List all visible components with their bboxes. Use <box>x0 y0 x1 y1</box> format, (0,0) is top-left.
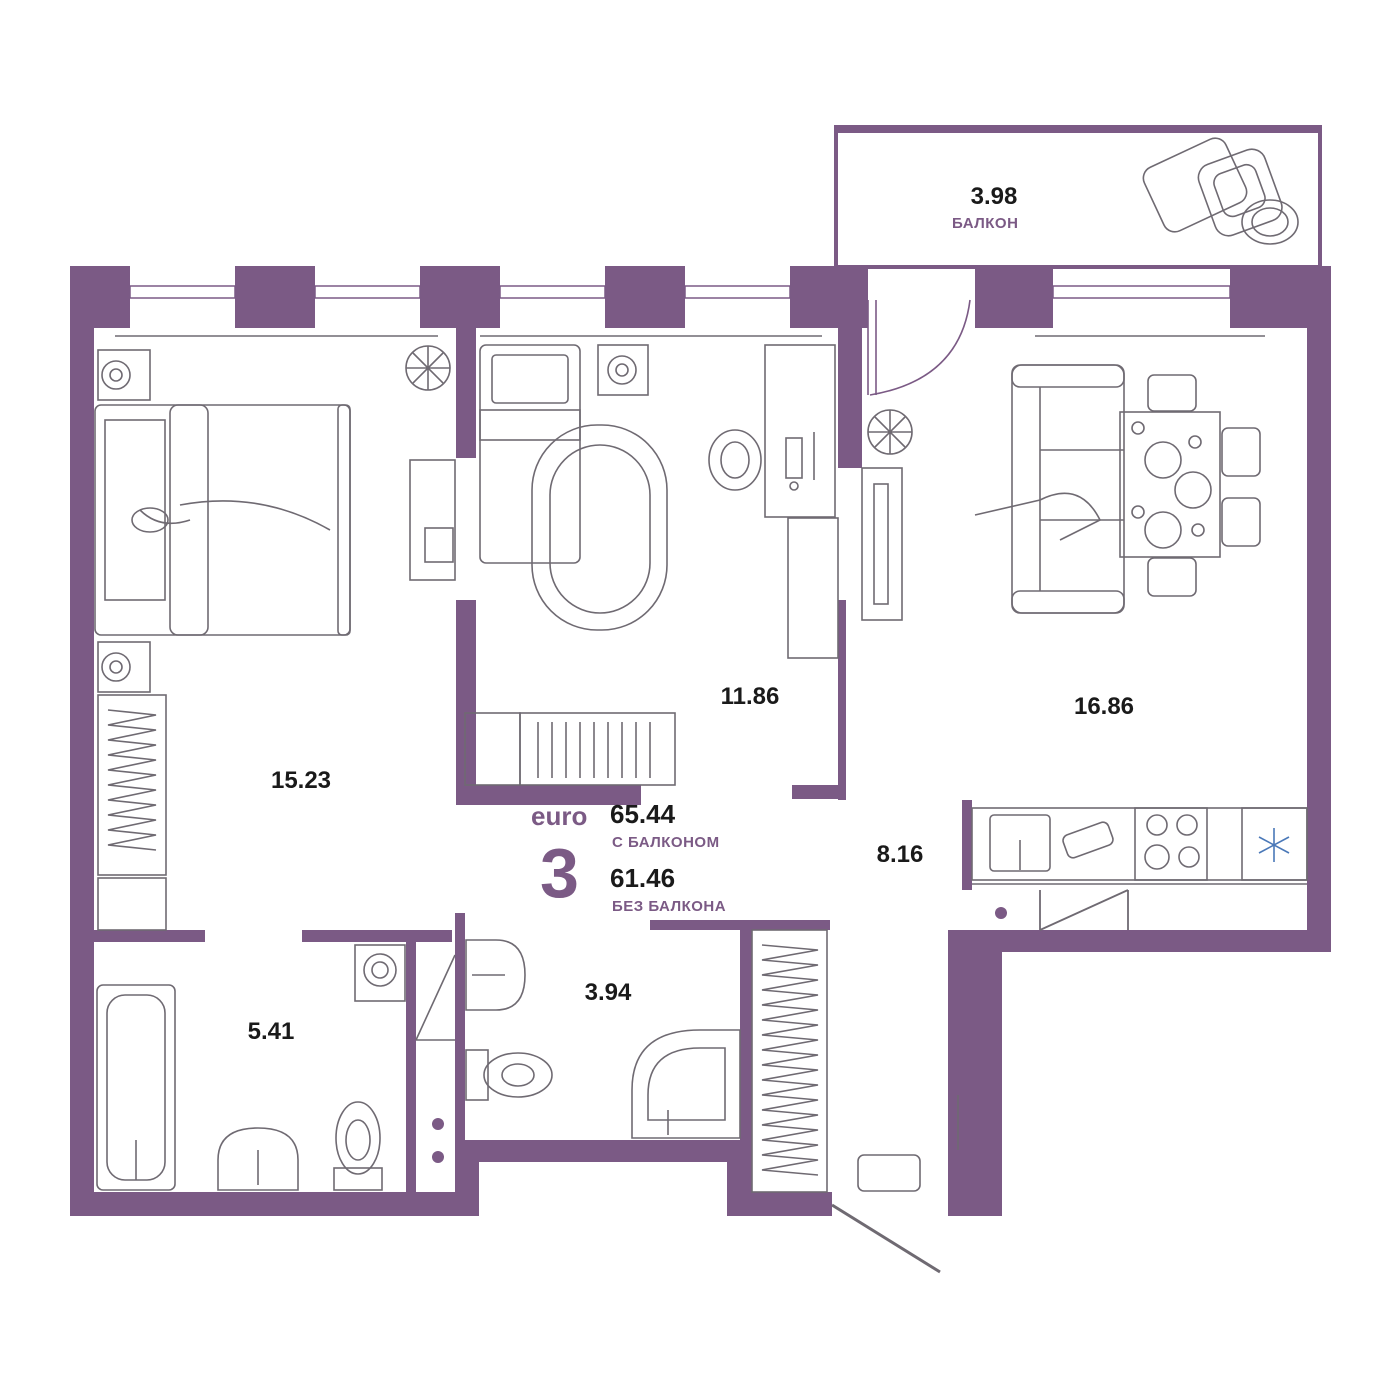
rooms-count: 3 <box>540 834 579 912</box>
windows <box>129 285 1231 299</box>
sink-icon <box>989 814 1051 872</box>
balcony <box>834 125 1322 269</box>
shower-icon <box>631 1029 741 1139</box>
washing-machine-icon <box>597 344 649 396</box>
dining-table-icon <box>1119 411 1221 558</box>
rug-icon <box>531 424 668 631</box>
shower-room-area: 3.94 <box>584 979 632 1006</box>
tv-icon <box>861 467 903 621</box>
balcony-label: БАЛКОН <box>952 215 1019 232</box>
nightstand-icon <box>97 349 151 693</box>
plant-icon <box>405 345 451 391</box>
living-room-area: 16.86 <box>1073 693 1135 720</box>
balcony-area: 3.98 <box>970 183 1018 210</box>
bedroom-left-area: 15.23 <box>270 767 332 794</box>
chair-icon <box>1147 374 1261 597</box>
total-with-balcony: 65.44 <box>610 799 676 829</box>
fridge-snowflake-icon <box>1258 828 1290 862</box>
kitchen <box>971 807 1308 931</box>
toilet-icon <box>465 1049 553 1101</box>
armchair-icon <box>708 429 762 491</box>
living-room-furniture <box>861 364 1261 621</box>
hallway <box>751 929 959 1193</box>
shelf-icon <box>787 517 839 659</box>
without-balcony-label: БЕЗ БАЛКОНА <box>612 898 727 915</box>
toilet-icon <box>333 1101 383 1191</box>
door-swing-icon <box>867 299 971 396</box>
bedroom-middle-furniture <box>464 344 839 786</box>
desk-icon <box>764 344 836 518</box>
walls <box>70 266 1331 1216</box>
washing-machine-icon <box>354 944 406 1002</box>
sink-icon <box>217 1127 299 1191</box>
hallway-area: 8.16 <box>876 841 924 868</box>
shoe-bench-icon <box>857 1154 921 1192</box>
wardrobe-icon <box>751 929 828 1193</box>
fridge-icon <box>1241 807 1308 881</box>
bed-icon <box>479 344 581 564</box>
bathroom-furniture <box>96 944 456 1191</box>
cutting-board-icon <box>1062 821 1114 859</box>
bedroom-left-furniture <box>94 345 456 931</box>
stove-icon <box>1134 807 1208 881</box>
wardrobe-icon <box>97 694 167 931</box>
total-without-balcony: 61.46 <box>610 863 676 893</box>
bedroom-middle-area: 11.86 <box>720 683 780 710</box>
with-balcony-label: С БАЛКОНОМ <box>612 834 720 851</box>
bathtub-icon <box>96 984 176 1191</box>
radiator-icon <box>464 712 676 786</box>
shower-room-furniture <box>465 939 741 1139</box>
apartment-type: euro <box>531 801 588 831</box>
desk-icon <box>409 459 456 581</box>
armchair-icon <box>1142 137 1299 245</box>
sink-icon <box>465 939 526 1011</box>
plant-icon <box>867 409 913 455</box>
bed-icon <box>94 404 351 636</box>
bathroom-area: 5.41 <box>247 1018 295 1045</box>
entrance-door-icon <box>831 1203 941 1274</box>
sofa-icon <box>974 364 1125 614</box>
